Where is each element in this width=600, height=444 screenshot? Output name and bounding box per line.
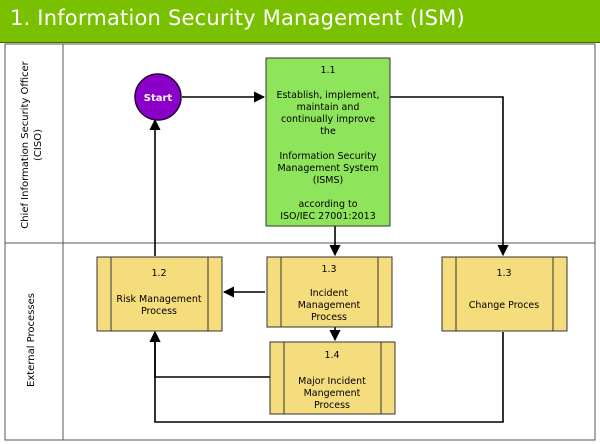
1-1-to-change-arrow [390,96,509,257]
activity-1-1-line: the [320,126,336,137]
activity-1-1-line: maintain and [297,102,360,113]
process-1-3-label: Management [298,300,361,311]
activity-1-1-line: Information Security [279,151,376,162]
process-1-3-incident-management: 1.3 Incident Management Process [266,256,393,328]
activity-1-1: 1.1 Establish, implement, maintain and c… [265,57,391,227]
process-1-4-label: Mangement [304,388,361,399]
process-1-2-label: Risk Management [116,294,202,305]
connectors [149,91,509,423]
process-1-4-major-incident: 1.4 Major Incident Mangement Process [269,341,396,415]
page-title: 1. Information Security Management (ISM) [10,6,465,30]
lane-label-ciso-line1: Chief Information Security Officer [20,60,31,228]
activity-1-1-line: continually improve [281,114,375,125]
process-1-3-change: 1.3 Change Proces [441,256,568,332]
process-1-4-label: Process [314,400,350,411]
process-1-2-risk-management: 1.2 Risk Management Process [96,256,223,332]
activity-1-1-line: according to [298,199,357,210]
process-1-3-label: Process [311,312,347,323]
process-1-4-label: Major Incident [298,376,366,387]
page-header: 1. Information Security Management (ISM) [0,0,600,43]
activity-1-1-number: 1.1 [320,65,335,76]
activity-1-1-line: Management System [277,163,378,174]
process-1-3-change-label: Change Proces [469,300,540,311]
activity-1-1-line: (ISMS) [313,175,343,186]
lane-label-ciso-line2: (CISO) [33,129,44,161]
activity-1-1-line: ISO/IEC 27001:2013 [280,211,376,222]
process-1-3-label: Incident [310,288,349,299]
process-1-2-number: 1.2 [151,268,166,279]
lane-label-external: External Processes [26,293,37,387]
activity-1-1-line: Establish, implement, [276,90,379,101]
process-1-3-change-number: 1.3 [496,268,511,279]
process-1-4-number: 1.4 [324,350,339,361]
start-node: Start [134,73,182,121]
start-label: Start [144,93,173,104]
change-to-risk-arrow [149,330,504,423]
process-1-2-label: Process [141,306,177,317]
process-1-3-number: 1.3 [321,264,336,275]
